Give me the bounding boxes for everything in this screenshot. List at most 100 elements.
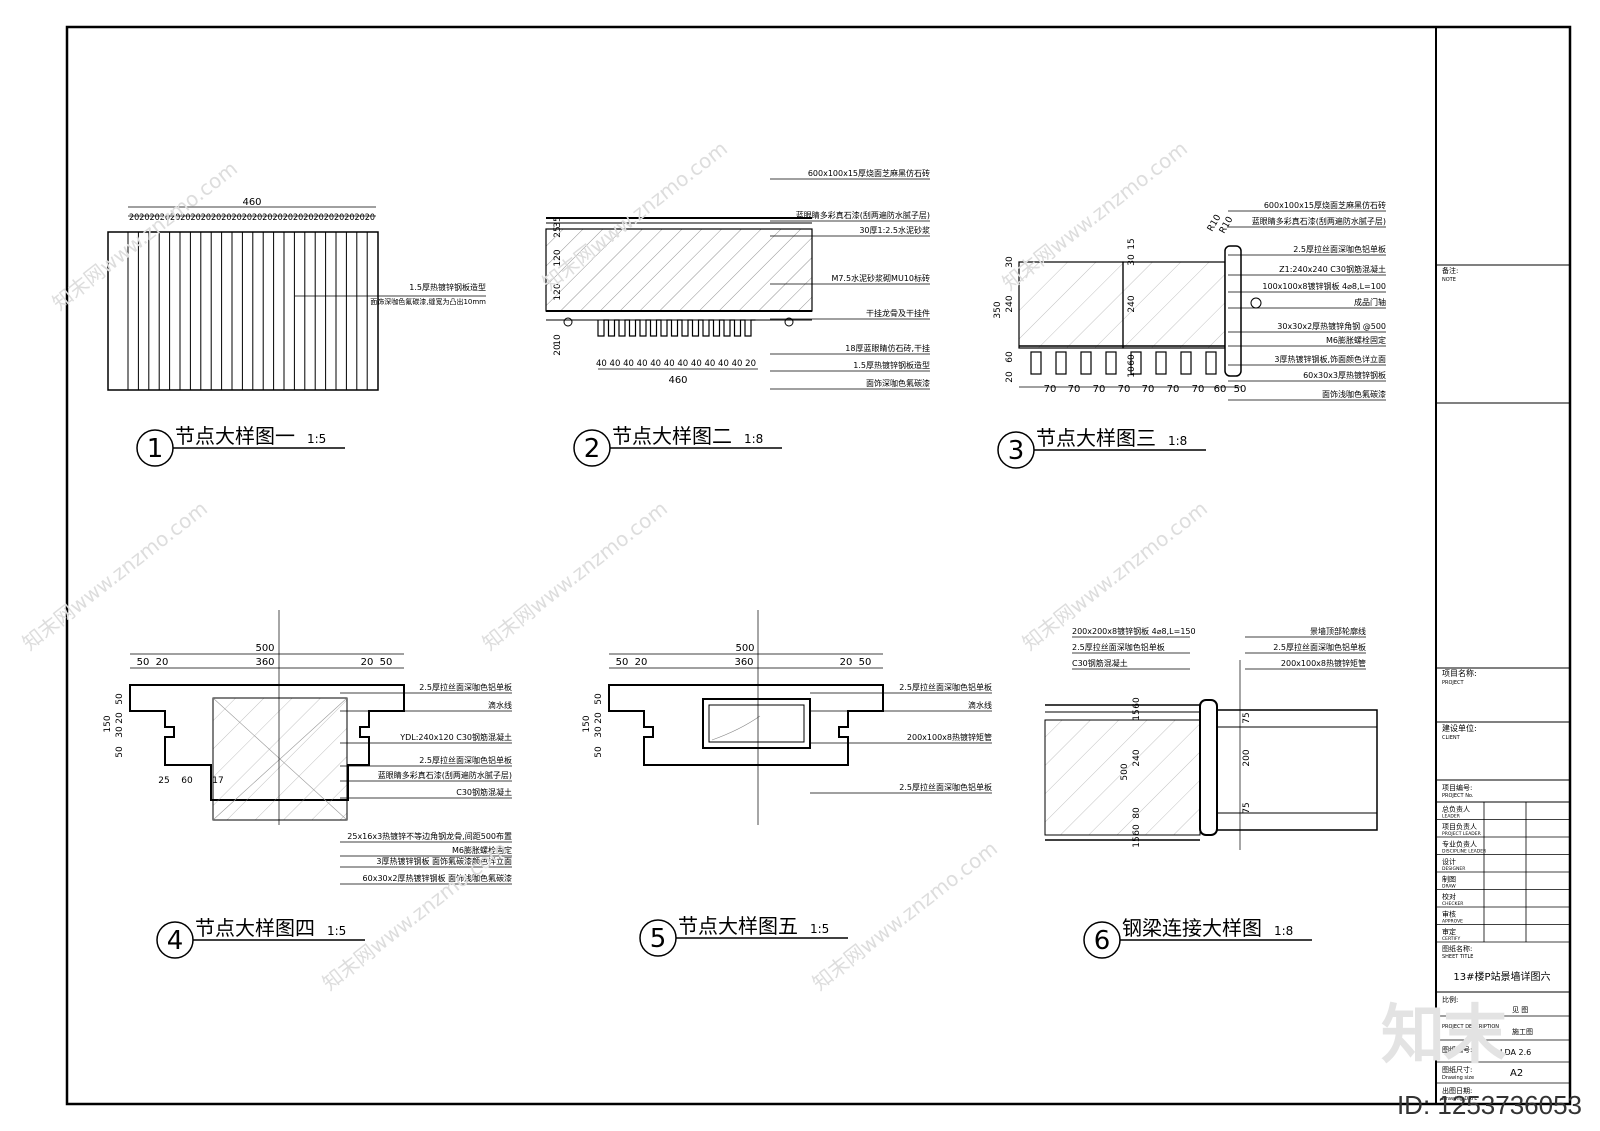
- dim-label: 70: [1093, 384, 1106, 395]
- dim-label: 50: [380, 657, 393, 668]
- tb-row-label-en: LEADER: [1442, 814, 1460, 820]
- detail-title: 节点大样图二: [612, 424, 732, 448]
- callout-note: 60x30x3厚热镀锌钢板: [1303, 370, 1386, 380]
- project-label-en: PROJECT: [1442, 680, 1465, 686]
- detail-number: 3: [1008, 436, 1025, 466]
- detail-2: 460 40 40 40 40 40 40 40 40 40 40 40 20 …: [545, 168, 930, 390]
- dim-label: 20: [840, 657, 853, 668]
- dim-label: 15: [1132, 709, 1142, 720]
- callout-note: 滴水线: [968, 700, 992, 710]
- dim-label: 35: [553, 216, 563, 227]
- project-no-label-en: PROJECT No.: [1442, 793, 1474, 799]
- date-label-en: Drawing DATE: [1442, 1096, 1477, 1102]
- tb-row-label-en: CHECKER: [1442, 901, 1463, 907]
- date-label: 出图日期:: [1442, 1086, 1472, 1095]
- d4-dim-top: 500: [255, 643, 274, 654]
- dwg-no-value: LDA 2.6: [1500, 1048, 1531, 1057]
- dim-label: 50: [594, 746, 604, 758]
- logo-watermark: 知末: [1381, 999, 1507, 1073]
- d1-dim-top: 460: [242, 197, 261, 208]
- dim-label: 150: [582, 715, 592, 732]
- callout-note: C30钢筋混凝土: [1072, 658, 1128, 668]
- dim-label: 70: [1167, 384, 1180, 395]
- tb-row-label: 项目负责人: [1442, 822, 1477, 831]
- tb-row-label-en: DRAW: [1442, 884, 1456, 890]
- dim-label: 20: [553, 344, 563, 356]
- dim-label: 80: [1132, 807, 1142, 819]
- detail-number: 1: [147, 434, 164, 464]
- dim-label: 75: [1242, 712, 1252, 723]
- sheet-title: 13#楼P站景墙详图六: [1453, 970, 1550, 983]
- tb-row-label-en: PROJECT LEADER: [1442, 831, 1481, 837]
- tb-row-label-en: DISCIPLINE LEADER: [1442, 849, 1486, 855]
- dim-label: 500: [1120, 763, 1130, 780]
- detail-number: 2: [584, 434, 601, 464]
- callout-note: 2.5厚拉丝面深咖色铝单板: [1293, 244, 1386, 254]
- dim-label: 25: [158, 776, 169, 786]
- detail-scale: 1:8: [1274, 924, 1293, 938]
- detail-1: 460 202020202020202020202020202020202020…: [107, 197, 486, 391]
- dim-label: 20: [1005, 371, 1015, 383]
- size-value: A2: [1510, 1068, 1523, 1079]
- dim-label: 10: [553, 334, 563, 346]
- dim-label: 70: [1142, 384, 1155, 395]
- dim-label: 360: [734, 657, 753, 668]
- callout-note: 600x100x15厚烧面芝麻黑仿石砖: [808, 168, 930, 178]
- detail-title: 节点大样图一: [175, 424, 295, 448]
- dim-label: 150: [103, 715, 113, 732]
- callout-note: 2.5厚拉丝面深咖色铝单板: [899, 782, 992, 792]
- note-label: 备注:: [1442, 266, 1458, 275]
- dim-label: 240: [1005, 295, 1015, 312]
- callout-note: 成品门轴: [1354, 297, 1386, 307]
- dim-label: 60: [1132, 824, 1142, 836]
- tb-row-label: 校对: [1442, 892, 1456, 901]
- dim-label: 60: [181, 776, 193, 786]
- callout-note: 蓝眼睛多彩真石漆(刮两遍防水腻子层): [1252, 216, 1386, 226]
- callout-note: 面饰浅咖色氟碳漆: [1322, 389, 1386, 399]
- d1-note-1: 1.5厚热镀锌钢板造型: [409, 282, 486, 292]
- dim-label: 30: [1127, 254, 1137, 266]
- dim-label: 350: [993, 301, 1003, 318]
- tb-row-label-en: CERTIFY: [1442, 936, 1460, 942]
- tb-row-label-en: APPROVE: [1442, 919, 1463, 925]
- callout-note: 面饰深咖色氟碳漆: [866, 378, 930, 388]
- detail-title: 节点大样图三: [1036, 426, 1156, 450]
- callout-note: 2.5厚拉丝面深咖色铝单板: [419, 755, 512, 765]
- detail-scale: 1:5: [327, 924, 346, 938]
- detail-scale: 1:5: [810, 922, 829, 936]
- d5-dim-top: 500: [735, 643, 754, 654]
- dim-label: 50: [594, 693, 604, 705]
- dim-label: 70: [1068, 384, 1081, 395]
- dim-label: 25: [553, 226, 563, 237]
- detail-number: 5: [650, 924, 667, 954]
- callout-note: Z1:240x240 C30钢筋混凝土: [1279, 264, 1386, 274]
- tb-row-label: 制图: [1442, 875, 1456, 884]
- callout-note: 3厚热镀锌钢板,饰面颜色详立面: [1274, 354, 1386, 364]
- note-label-en: NOTE: [1442, 277, 1456, 283]
- callout-note: 200x100x8热镀锌矩管: [907, 732, 992, 742]
- dim-label: 20: [115, 712, 125, 724]
- d1-dim-sub: 2020202020202020202020202020202020202020…: [129, 213, 375, 223]
- dim-label: 10: [1127, 366, 1137, 378]
- d1-note-2: 面饰深咖色氟碳漆,缝宽为凸出10mm: [370, 297, 486, 306]
- dim-label: 30: [594, 726, 604, 738]
- client-label-en: CLIENT: [1442, 735, 1461, 741]
- dim-label: 50: [137, 657, 150, 668]
- project-label: 项目名称:: [1442, 668, 1477, 678]
- callout-note: 30厚1:2.5水泥砂浆: [859, 225, 930, 235]
- detail-scale: 1:5: [307, 432, 326, 446]
- tb-row-label-en: DESIGNER: [1442, 866, 1465, 872]
- callout-note: YDL:240x120 C30钢筋混凝土: [399, 732, 512, 742]
- size-label: 图纸尺寸:: [1442, 1065, 1472, 1074]
- callout-note: M7.5水泥砂浆砌MU10标砖: [831, 273, 930, 283]
- image-id: ID: 1253736053: [1396, 1090, 1582, 1120]
- callout-note: 2.5厚拉丝面深咖色铝单板: [1273, 642, 1366, 652]
- sheet-title-label-en: SHEET TITLE: [1442, 954, 1473, 960]
- dim-label: 50: [616, 657, 629, 668]
- dim-label: 20: [635, 657, 648, 668]
- dim-label: 200: [1242, 749, 1252, 766]
